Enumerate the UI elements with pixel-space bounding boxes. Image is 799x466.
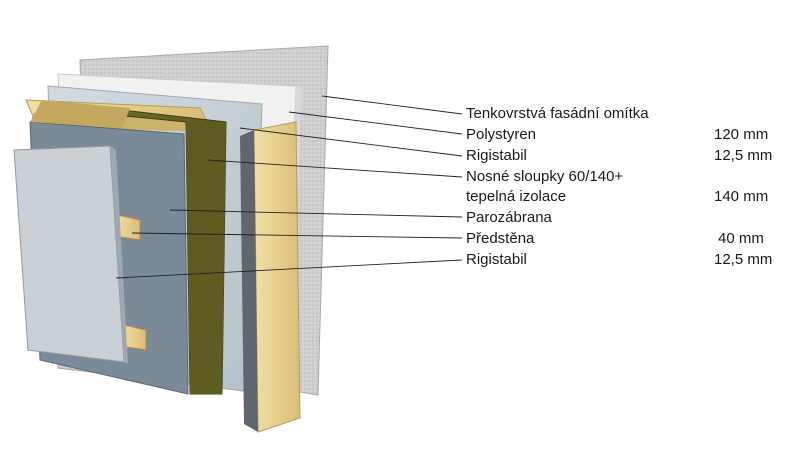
value-rigistabil-inner: 12,5 mm [714, 251, 773, 268]
label-pre-wall: Předstěna [466, 230, 535, 247]
label-rigistabil-outer: Rigistabil [466, 147, 527, 164]
leader-polystyrene [288, 111, 463, 135]
leader-vapour-barrier [169, 209, 463, 218]
leader-rigistabil-outer [239, 127, 463, 157]
leader-lines [115, 95, 463, 279]
value-studs-insulation: 140 mm [714, 188, 769, 205]
leader-rigistabil-inner [115, 259, 463, 279]
label-studs-line2: tepelná izolace [466, 188, 567, 205]
label-vapour-barrier: Parozábrana [466, 209, 552, 226]
leader-pre-wall [131, 232, 463, 239]
leader-facade-render [321, 95, 463, 115]
value-polystyrene: 120 mm [714, 126, 769, 143]
rigistabil-inner-layer [13, 145, 128, 364]
leader-studs [207, 159, 463, 178]
label-studs-line1: Nosné sloupky 60/140+ [466, 168, 624, 185]
vertical-stud [240, 121, 301, 433]
label-rigistabil-inner: Rigistabil [466, 251, 527, 268]
label-facade-render: Tenkovrstvá fasádní omítka [466, 105, 649, 122]
value-pre-wall: 40 mm [718, 230, 764, 247]
label-polystyrene: Polystyren [466, 126, 537, 143]
value-rigistabil-outer: 12,5 mm [714, 147, 773, 164]
